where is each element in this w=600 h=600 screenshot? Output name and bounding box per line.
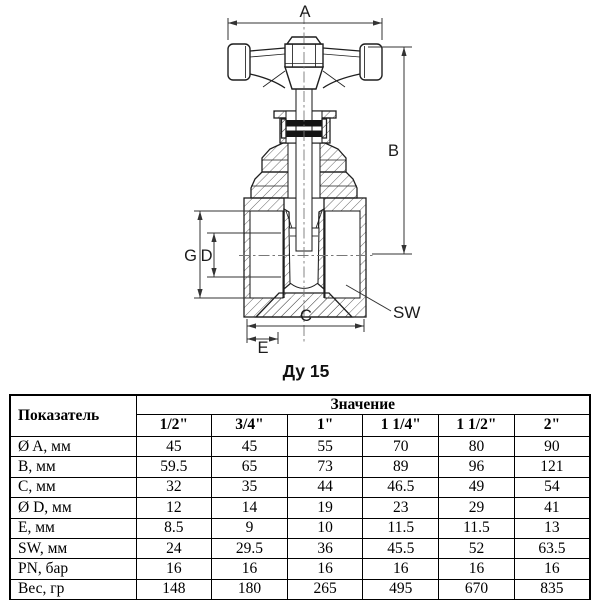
value-cell: 63.5 — [513, 537, 591, 560]
row-label: SW, мм — [9, 537, 137, 560]
value-cell: 96 — [438, 456, 515, 478]
value-cell: 41 — [513, 497, 591, 519]
row-label: E, мм — [9, 517, 137, 539]
value-cell: 54 — [513, 476, 591, 499]
dimension-e: E — [247, 332, 279, 357]
value-cell: 121 — [513, 456, 591, 478]
size-header: 2" — [513, 414, 591, 437]
value-cell: 835 — [513, 578, 591, 600]
value-cell: 45 — [135, 435, 213, 458]
dim-label-c: C — [300, 307, 312, 325]
value-cell: 16 — [211, 558, 288, 580]
value-cell: 23 — [362, 497, 440, 519]
dim-label-b: B — [388, 142, 399, 160]
value-cell: 670 — [438, 578, 515, 600]
value-cell: 16 — [438, 558, 515, 580]
value-cell: 52 — [438, 537, 515, 560]
value-cell: 9 — [211, 517, 288, 539]
value-cell: 13 — [513, 517, 591, 539]
value-cell: 16 — [286, 558, 364, 580]
dimensions-table: Показатель Значение 1/2" 3/4" 1" 1 1/4" … — [9, 394, 591, 600]
row-label: C, мм — [9, 476, 137, 499]
row-label: Ø D, мм — [9, 497, 137, 519]
value-cell: 10 — [286, 517, 364, 539]
value-cell: 12 — [135, 497, 213, 519]
size-header: 3/4" — [211, 414, 288, 437]
value-cell: 11.5 — [362, 517, 440, 539]
size-header: 1 1/4" — [362, 414, 440, 437]
dim-label-sw: SW — [393, 303, 420, 322]
value-cell: 44 — [286, 476, 364, 499]
value-cell: 65 — [211, 456, 288, 478]
drawing-caption: Ду 15 — [283, 361, 330, 381]
value-cell: 45 — [211, 435, 288, 458]
value-cell: 32 — [135, 476, 213, 499]
handwheel — [227, 36, 383, 90]
dim-label-d: D — [201, 247, 213, 265]
dim-label-g: G — [184, 247, 197, 265]
dimension-g: G — [184, 210, 250, 299]
left-port-bore — [249, 210, 284, 299]
value-cell: 29.5 — [211, 537, 288, 560]
body-bottom-web — [254, 292, 354, 318]
value-cell: 80 — [438, 435, 515, 458]
size-header: 1/2" — [135, 414, 213, 437]
dim-label-a: A — [299, 3, 310, 21]
valve-drawing: A B G D — [184, 3, 420, 381]
table-header-row-1: Показатель Значение — [9, 394, 591, 437]
handwheel-grip-left — [227, 43, 251, 81]
handwheel-grip-right — [359, 43, 383, 81]
row-label: Ø A, мм — [9, 435, 137, 458]
size-header: 1 1/2" — [438, 414, 515, 437]
value-cell: 180 — [211, 578, 288, 600]
value-cell: 8.5 — [135, 517, 213, 539]
value-header: Значение — [135, 394, 591, 415]
value-cell: 70 — [362, 435, 440, 458]
dimension-d: D — [201, 232, 281, 278]
value-cell: 148 — [135, 578, 213, 600]
value-cell: 19 — [286, 497, 364, 519]
value-cell: 495 — [362, 578, 440, 600]
size-header: 1" — [286, 414, 364, 437]
value-cell: 16 — [513, 558, 591, 580]
value-cell: 29 — [438, 497, 515, 519]
dim-label-e: E — [257, 339, 268, 357]
value-cell: 35 — [211, 476, 288, 499]
value-cell: 14 — [211, 497, 288, 519]
row-label: PN, бар — [9, 558, 137, 580]
dimension-sw: SW — [345, 284, 420, 322]
value-cell: 36 — [286, 537, 364, 560]
value-cell: 16 — [135, 558, 213, 580]
value-cell: 11.5 — [438, 517, 515, 539]
value-cell: 46.5 — [362, 476, 440, 499]
row-label: B, мм — [9, 456, 137, 478]
value-cell: 45.5 — [362, 537, 440, 560]
value-cell: 49 — [438, 476, 515, 499]
dimension-a: A — [227, 3, 383, 40]
value-cell: 89 — [362, 456, 440, 478]
row-label: Вес, гр — [9, 578, 137, 600]
dimension-b: B — [368, 46, 412, 255]
value-cell: 59.5 — [135, 456, 213, 478]
value-cell: 16 — [362, 558, 440, 580]
value-cell: 73 — [286, 456, 364, 478]
value-cell: 90 — [513, 435, 591, 458]
right-port-bore — [324, 210, 361, 299]
value-cell: 24 — [135, 537, 213, 560]
value-cell: 265 — [286, 578, 364, 600]
value-cell: 55 — [286, 435, 364, 458]
indicator-header: Показатель — [9, 394, 137, 437]
